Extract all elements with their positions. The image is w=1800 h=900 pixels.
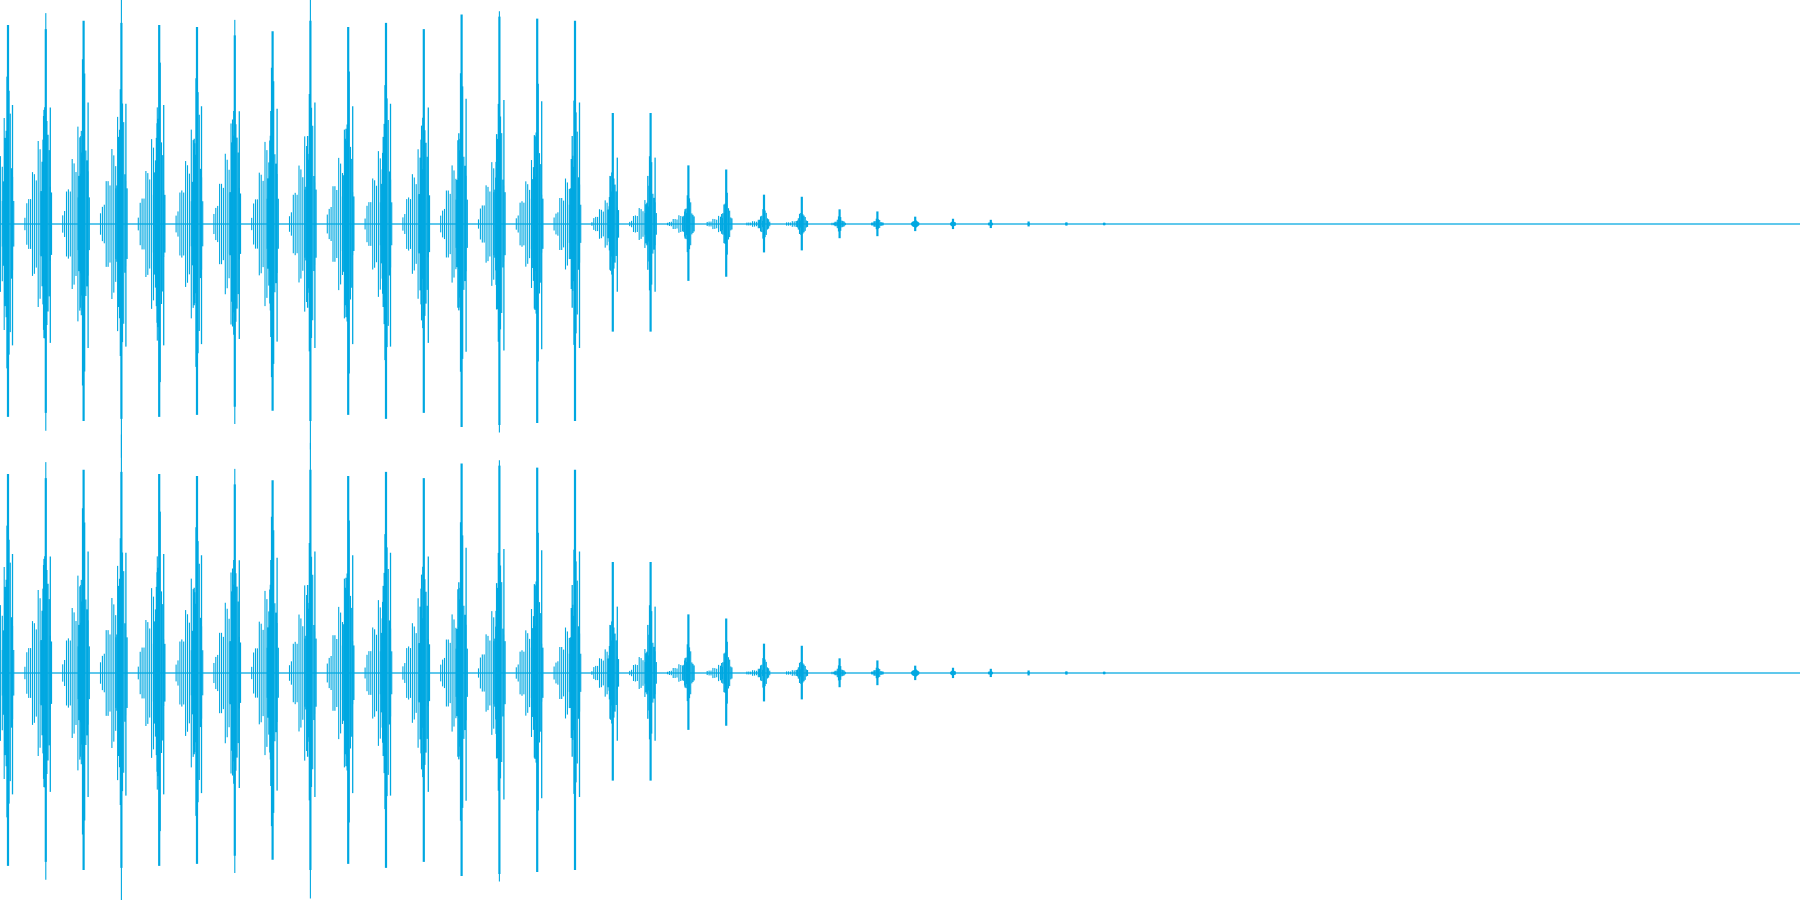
fade-dot	[988, 222, 994, 226]
transient-burst	[402, 478, 431, 862]
transient-burst	[0, 473, 15, 866]
fade-dot	[1027, 222, 1031, 226]
transient-burst	[62, 469, 90, 870]
transient-burst	[786, 645, 809, 700]
transient-burst	[746, 194, 771, 253]
transient-burst	[746, 643, 771, 702]
transient-burst	[288, 0, 317, 450]
fade-dot	[1102, 671, 1106, 675]
transient-burst	[831, 658, 846, 688]
transient-burst	[326, 27, 355, 415]
transient-burst	[251, 480, 279, 860]
transient-burst	[175, 27, 204, 415]
transient-burst	[666, 165, 695, 281]
transient-burst	[1102, 222, 1106, 226]
transient-burst	[62, 20, 90, 421]
transient-burst	[137, 24, 166, 417]
transient-burst	[950, 218, 956, 230]
fade-dot	[911, 669, 920, 677]
fade-dot	[1102, 222, 1106, 226]
transient-burst	[24, 462, 53, 880]
channel-left-waveform	[0, 0, 1800, 458]
fade-dot	[911, 220, 920, 228]
transient-burst	[1102, 671, 1106, 675]
transient-burst	[24, 13, 53, 431]
transient-burst	[591, 112, 620, 332]
transient-burst	[706, 169, 733, 277]
transient-burst	[326, 476, 355, 864]
transient-burst	[515, 18, 544, 423]
transient-burst	[911, 216, 920, 232]
transient-burst	[175, 476, 204, 864]
transient-burst	[213, 19, 242, 425]
fade-dot	[1027, 671, 1031, 675]
transient-burst	[402, 29, 431, 413]
transient-burst	[440, 14, 468, 428]
transient-burst	[1027, 221, 1031, 227]
transient-burst	[871, 660, 884, 686]
transient-burst	[591, 561, 620, 781]
fade-dot	[950, 221, 956, 227]
transient-burst	[137, 473, 166, 866]
transient-burst	[288, 442, 317, 899]
transient-burst	[477, 460, 506, 882]
transient-burst	[987, 668, 994, 678]
transient-burst	[987, 219, 994, 229]
transient-burst	[477, 11, 506, 433]
transient-burst	[0, 24, 15, 417]
transient-burst	[786, 196, 809, 251]
transient-burst	[706, 618, 733, 726]
transient-burst	[911, 665, 920, 681]
transient-burst	[440, 463, 468, 877]
transient-burst	[213, 468, 242, 874]
transient-burst	[629, 112, 657, 332]
transient-burst	[1027, 670, 1031, 676]
transient-burst	[515, 467, 544, 872]
channel-right-waveform	[0, 434, 1800, 900]
transient-burst	[831, 209, 846, 239]
transient-burst	[666, 614, 695, 730]
fade-dot	[1064, 671, 1068, 675]
transient-burst	[629, 561, 657, 781]
transient-burst	[251, 31, 279, 411]
transient-burst	[364, 22, 393, 419]
fade-dot	[988, 671, 994, 675]
transient-burst	[553, 469, 582, 870]
transient-burst	[1064, 671, 1068, 675]
transient-burst	[99, 434, 128, 900]
transient-burst	[99, 0, 128, 458]
fade-dot	[950, 670, 956, 676]
transient-burst	[871, 211, 884, 237]
transient-burst	[553, 20, 582, 421]
fade-dot	[1064, 222, 1068, 226]
transient-burst	[950, 667, 956, 679]
transient-burst	[1064, 222, 1068, 226]
transient-burst	[364, 471, 393, 868]
